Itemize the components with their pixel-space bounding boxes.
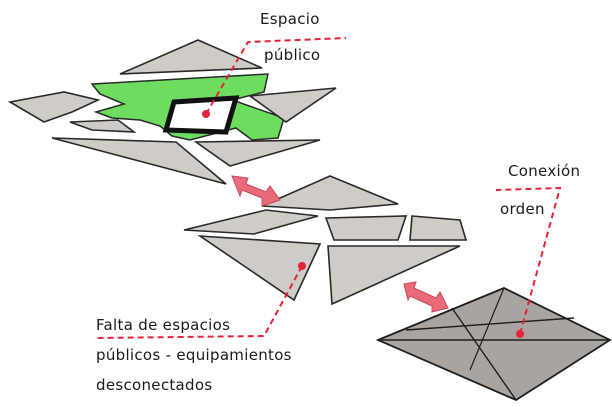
conexion-label-line2: orden (500, 200, 545, 218)
top-layer (7, 39, 337, 185)
falta-label-line1: Falta de espacios (96, 316, 231, 334)
mid-tile-top (261, 175, 399, 211)
connected-tile-line-1 (405, 317, 575, 331)
middle-layer (183, 175, 468, 306)
mid-tile-center (324, 215, 408, 241)
leader-espacio (202, 37, 347, 118)
mid-tile-bottom-left (197, 235, 322, 302)
top-tile-left-triangle (69, 119, 137, 133)
connected-tile-line-4 (469, 287, 505, 371)
espacio-label-line1: Espacio (260, 10, 320, 28)
double-arrow-top (231, 175, 281, 207)
top-tile-top-triangle (119, 39, 263, 75)
double-arrow-bottom (403, 281, 449, 313)
top-tile-bottom-right (193, 139, 321, 167)
public-space-building (162, 95, 240, 135)
connected-tile (375, 287, 612, 402)
top-tile-right-triangle (247, 87, 337, 123)
connected-tile-line-3 (451, 307, 517, 401)
mid-tile-bottom-right (327, 245, 461, 306)
bottom-layer (375, 287, 612, 402)
leader-falta (95, 262, 306, 339)
mid-tile-left (183, 209, 319, 235)
espacio-label-line2: público (264, 46, 321, 64)
mid-tile-right (409, 215, 468, 241)
top-tile-left-diamond (7, 91, 101, 123)
leader-conexion (495, 186, 562, 338)
falta-label-line2: públicos - equipamientos (96, 346, 292, 364)
top-tile-bottom-large (51, 137, 227, 185)
falta-label-line3: desconectados (96, 376, 213, 394)
conexion-label-line1: Conexión (508, 162, 581, 180)
